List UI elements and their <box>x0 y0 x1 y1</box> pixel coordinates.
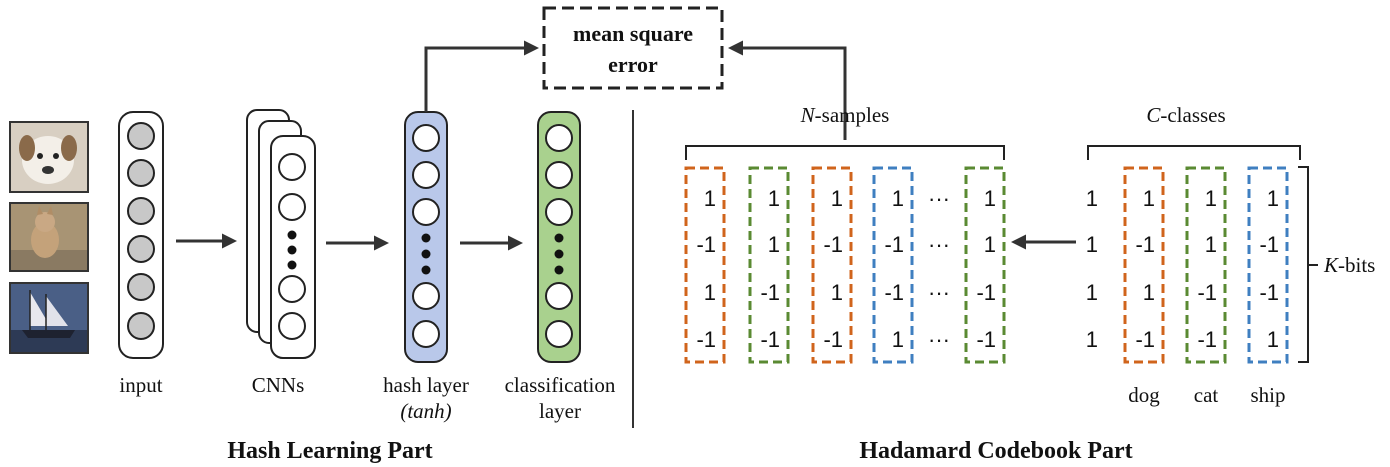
class-column-ship-value: -1 <box>1259 280 1279 305</box>
arrow-hash-to-mse <box>424 40 539 112</box>
sample-column-1-value: 1 <box>704 186 716 211</box>
class-name-ship: ship <box>1250 383 1285 407</box>
class-column-ship-value: 1 <box>1267 186 1279 211</box>
c-classes-brace <box>1087 145 1301 160</box>
codebook-first-column: 1 1 1 1 <box>1086 186 1098 352</box>
class-columns: 1 -1 1 -1 dog 1 1 -1 -1 cat 1 -1 -1 1 ship <box>1123 166 1289 407</box>
n-samples-brace <box>685 145 1005 160</box>
c-classes-label: C-classes <box>1146 103 1225 127</box>
hadamard-codebook-title: Hadamard Codebook Part <box>859 438 1132 464</box>
hash-layer-label: hash layer <box>383 373 469 397</box>
sample-column-2-value: -1 <box>760 280 780 305</box>
k-bits-var: K <box>1323 253 1339 277</box>
ellipsis-row-3: ··· <box>928 280 950 305</box>
codebook-first-value: 1 <box>1086 232 1098 257</box>
classification-layer <box>537 111 581 363</box>
sample-column-5-value: -1 <box>976 280 996 305</box>
k-bits-text: -bits <box>1338 253 1375 277</box>
sample-column-5-value: 1 <box>984 232 996 257</box>
sample-column-5-value: -1 <box>976 327 996 352</box>
class-column-ship-value: -1 <box>1259 232 1279 257</box>
sample-column-4-box <box>872 166 914 364</box>
class-column-cat-value: -1 <box>1197 327 1217 352</box>
class-column-dog-value: 1 <box>1143 186 1155 211</box>
ellipsis-row-1: ··· <box>928 186 950 211</box>
codebook-first-value: 1 <box>1086 186 1098 211</box>
codebook-first-value: 1 <box>1086 280 1098 305</box>
sample-column-3-value: -1 <box>823 327 843 352</box>
sample-columns: 1 -1 1 -1 1 1 -1 -1 1 -1 1 -1 1 -1 -1 1 1 1 -1 -1 <box>684 166 1006 364</box>
sample-column-5-box <box>964 166 1006 364</box>
sample-column-1-value: -1 <box>696 232 716 257</box>
k-bits-brace <box>1298 166 1309 363</box>
n-samples-text: -samples <box>815 103 890 127</box>
classification-label: classification <box>505 373 616 397</box>
mse-line2: error <box>608 52 658 77</box>
sample-column-1: 1 -1 1 -1 <box>684 166 726 364</box>
class-column-dog: 1 -1 1 -1 <box>1123 166 1165 364</box>
ship-photo-icon <box>9 282 89 354</box>
hash-learning-title: Hash Learning Part <box>227 438 432 464</box>
class-column-cat-value: 1 <box>1205 186 1217 211</box>
class-column-ship-box <box>1247 166 1289 364</box>
sample-column-3: 1 -1 1 -1 <box>811 166 853 364</box>
class-column-ship: 1 -1 -1 1 <box>1247 166 1289 364</box>
sample-column-2-box <box>748 166 790 364</box>
ellipsis-row-2: ··· <box>928 232 950 257</box>
sample-column-5: 1 1 -1 -1 <box>964 166 1006 364</box>
sample-column-4-value: -1 <box>884 280 904 305</box>
class-name-cat: cat <box>1194 383 1219 407</box>
input-label: input <box>119 373 162 397</box>
sample-column-3-value: -1 <box>823 232 843 257</box>
k-bits-label: K-bits <box>1323 253 1375 277</box>
sample-column-4-value: -1 <box>884 232 904 257</box>
input-layer <box>118 111 164 359</box>
sample-column-1-value: 1 <box>704 280 716 305</box>
mse-box <box>542 6 724 90</box>
sample-column-2-value: 1 <box>768 232 780 257</box>
class-column-ship-value: 1 <box>1267 327 1279 352</box>
class-column-dog-value: -1 <box>1135 232 1155 257</box>
tanh-label: (tanh) <box>400 399 451 423</box>
arrow-codebook-to-mse <box>728 40 847 140</box>
ellipsis-row-4: ··· <box>928 327 950 352</box>
codebook-first-value: 1 <box>1086 327 1098 352</box>
class-column-cat-value: -1 <box>1197 280 1217 305</box>
sample-column-3-value: 1 <box>831 186 843 211</box>
class-column-cat-box <box>1185 166 1227 364</box>
class-column-dog-value: 1 <box>1143 280 1155 305</box>
class-column-dog-value: -1 <box>1135 327 1155 352</box>
mse-line1: mean square <box>573 21 693 46</box>
class-column-cat-value: 1 <box>1205 232 1217 257</box>
sample-column-1-box <box>684 166 726 364</box>
sample-column-2-value: 1 <box>768 186 780 211</box>
c-classes-var: C <box>1146 103 1161 127</box>
cnns-label: CNNs <box>252 373 305 397</box>
sample-column-3-box <box>811 166 853 364</box>
dog-photo-icon <box>9 121 89 193</box>
sample-column-4: 1 -1 -1 1 <box>872 166 914 364</box>
class-column-cat: 1 1 -1 -1 <box>1185 166 1227 364</box>
n-samples-var: N <box>800 103 816 127</box>
class-column-dog-box <box>1123 166 1165 364</box>
sample-column-1-value: -1 <box>696 327 716 352</box>
input-images <box>9 121 89 354</box>
sample-column-2: 1 1 -1 -1 <box>748 166 790 364</box>
sample-column-5-value: 1 <box>984 186 996 211</box>
layer-label: layer <box>539 399 581 423</box>
sample-column-4-value: 1 <box>892 186 904 211</box>
sample-column-2-value: -1 <box>760 327 780 352</box>
class-name-dog: dog <box>1128 383 1160 407</box>
sample-column-4-value: 1 <box>892 327 904 352</box>
c-classes-text: -classes <box>1160 103 1225 127</box>
sample-column-3-value: 1 <box>831 280 843 305</box>
cnn-layers <box>246 109 316 359</box>
n-samples-label: N-samples <box>800 103 890 127</box>
hash-layer <box>404 111 448 363</box>
cat-photo-icon <box>9 202 89 272</box>
